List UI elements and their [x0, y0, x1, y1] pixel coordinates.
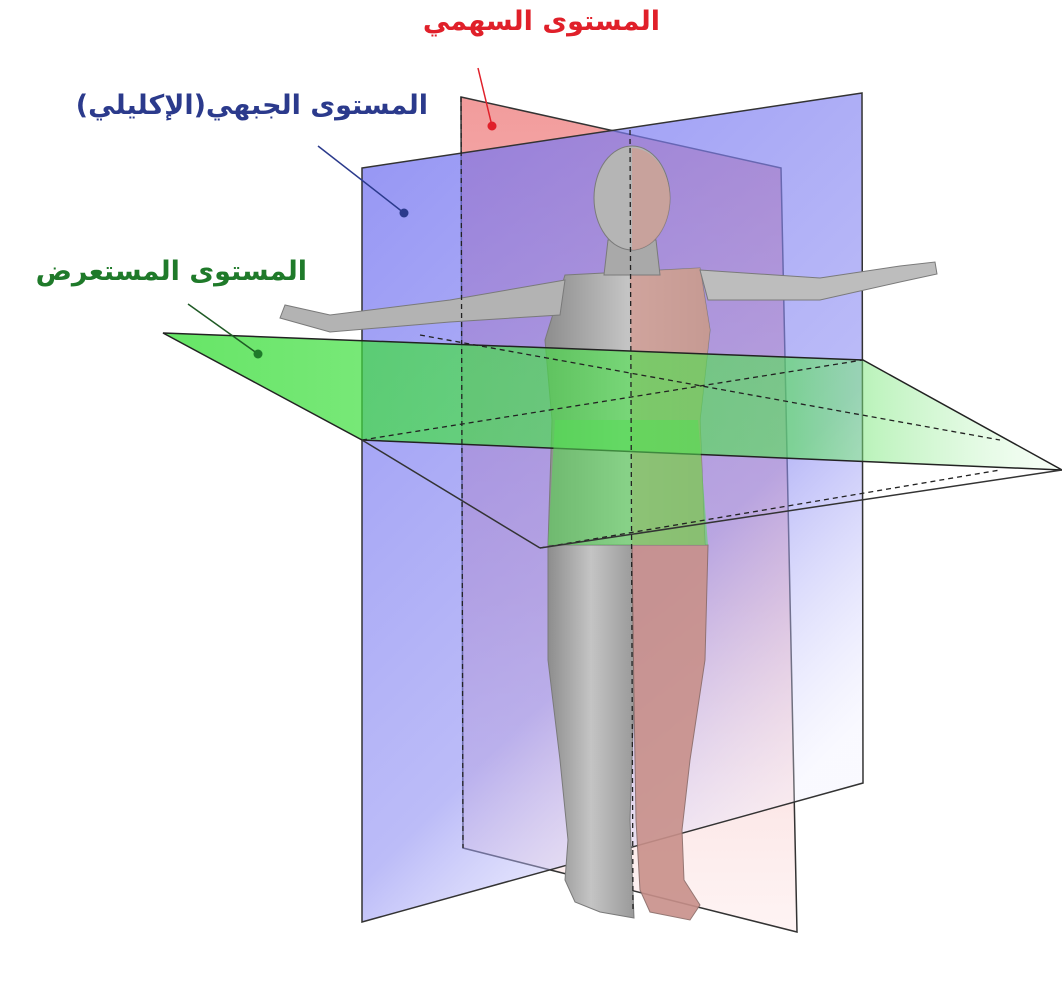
- pelvis-region: [548, 420, 708, 545]
- plane-front-edges: [361, 439, 1062, 549]
- plane-intersection-lines: [361, 96, 1001, 911]
- transverse-plane: [162, 332, 1062, 471]
- coronal-plane-label: المستوى الجبهي(الإكليلي): [75, 90, 428, 121]
- sagittal-plane-label: المستوى السهمي: [422, 6, 660, 37]
- transverse-leader: [187, 303, 263, 359]
- sagittal-leader: [477, 67, 497, 131]
- transverse-plane-label: المستوى المستعرض: [35, 256, 307, 287]
- coronal-leader: [317, 145, 409, 218]
